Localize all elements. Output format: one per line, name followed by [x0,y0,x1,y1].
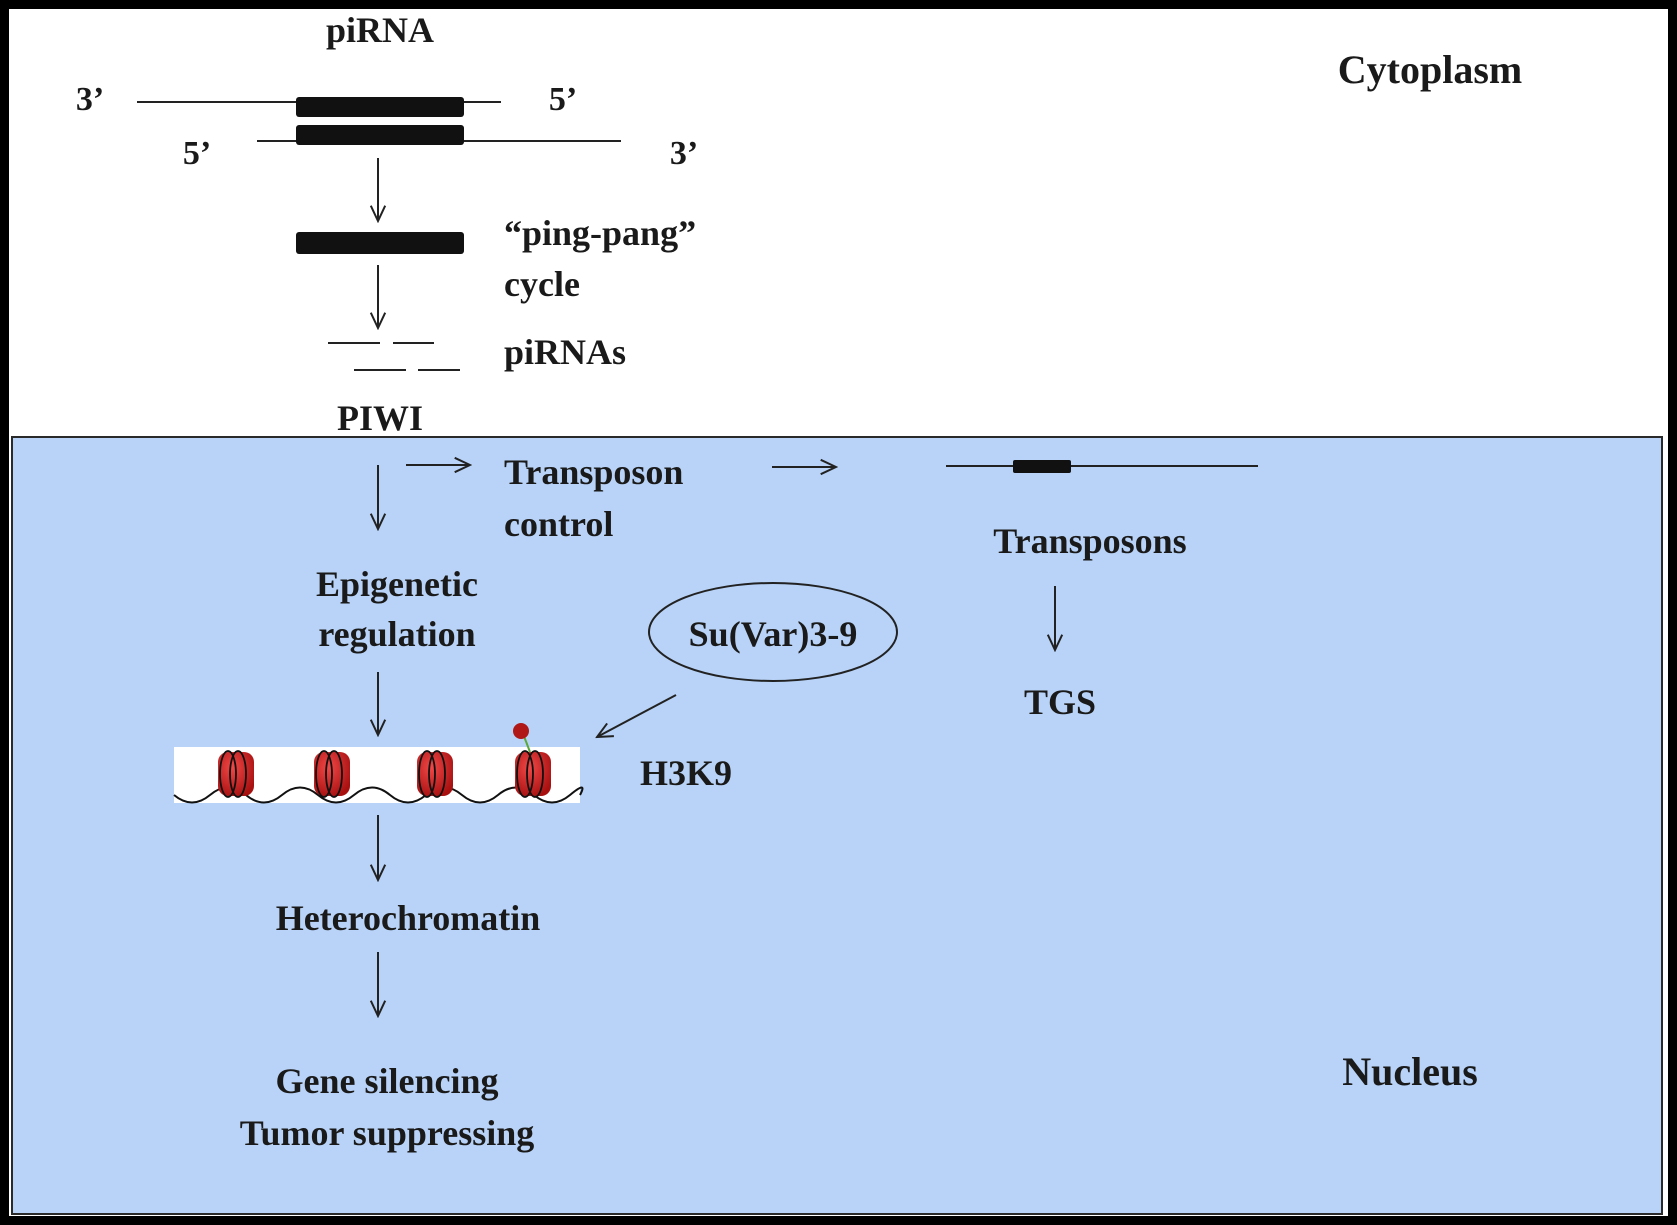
end-label-3-bottom: 3’ [670,135,698,172]
end-label-5-bottom: 5’ [183,135,211,172]
cycle-pirna-bar [296,232,464,254]
transposon-control-label-line2: control [504,504,613,544]
suvar-label: Su(Var)3-9 [689,614,858,654]
ping-pang-label-line1: “ping-pang” [504,213,696,253]
end-label-3-top: 3’ [76,81,104,118]
pirna-title: piRNA [326,10,434,50]
nucleosome-3 [417,750,453,798]
nucleosome-2 [314,750,350,798]
ping-pang-label-line2: cycle [504,264,580,304]
nucleus-region [11,436,1663,1215]
outcome-label-line1: Gene silencing [276,1061,499,1101]
piwi-label: PIWI [337,398,423,438]
outcome-label-line2: Tumor suppressing [240,1113,534,1153]
tgs-label: TGS [1024,682,1096,722]
methyl-mark-dot [513,723,529,739]
epigenetic-label-line2: regulation [318,614,475,654]
cytoplasm-label: Cytoplasm [1338,47,1522,92]
end-label-5-top: 5’ [549,81,577,118]
top-strand-pirna-bar [296,97,464,117]
pirna-fragments [328,342,460,371]
suvar-ellipse [648,582,898,682]
heterochromatin-label: Heterochromatin [276,898,541,938]
transposon-control-label-line1: Transposon [504,452,683,492]
pirnas-label: piRNAs [504,332,626,372]
chromatin-nucleosome-array [173,723,584,804]
epigenetic-label-line1: Epigenetic [316,564,478,604]
transposons-label: Transposons [993,521,1186,561]
bottom-strand-pirna-bar [296,125,464,145]
h3k9-label: H3K9 [640,753,732,793]
nucleosome-4-methylated [515,750,551,798]
transposon-element-bar [1013,460,1071,473]
nucleus-label: Nucleus [1342,1049,1478,1094]
nucleosome-1 [218,750,254,798]
arrow-suvar-to-h3k9 [597,694,677,737]
